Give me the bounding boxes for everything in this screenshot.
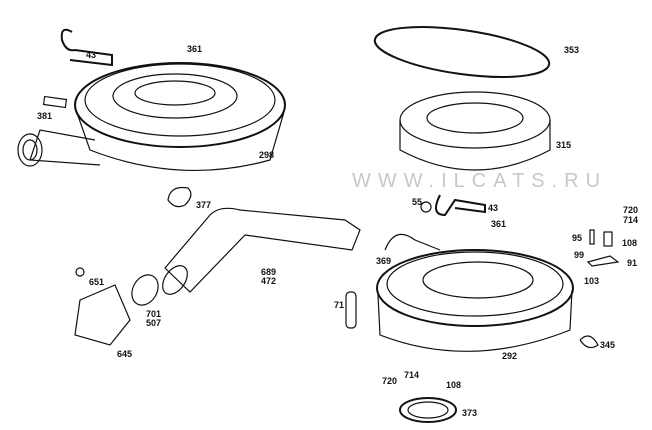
part-label-645: 645	[117, 349, 133, 359]
part-label-651: 651	[89, 277, 105, 287]
air-cleaner-housing-lower	[376, 233, 574, 352]
bolt-95	[589, 229, 595, 245]
part-label-353: 353	[564, 45, 580, 55]
part-label-369: 369	[376, 256, 392, 266]
part-label-381: 381	[37, 111, 53, 121]
air-cleaner-housing-upper	[17, 62, 286, 172]
part-label-714-lower: 714	[404, 370, 420, 380]
bracket-43-upper	[60, 28, 113, 67]
intake-tube-689	[164, 207, 361, 293]
part-label-55: 55	[412, 197, 423, 207]
part-label-99: 99	[574, 250, 585, 260]
part-label-108-lower: 108	[446, 380, 462, 390]
clamp-55	[420, 201, 432, 213]
part-label-91: 91	[627, 258, 638, 268]
part-label-345: 345	[600, 340, 616, 350]
filter-element-315	[399, 91, 551, 171]
part-label-472: 472	[261, 276, 277, 286]
part-label-689: 689	[261, 267, 277, 277]
part-label-298: 298	[259, 150, 275, 160]
part-label-292: 292	[502, 351, 518, 361]
part-label-95: 95	[572, 233, 583, 243]
screw-651	[75, 267, 85, 277]
part-label-701: 701	[146, 309, 162, 319]
plate-91	[586, 255, 620, 267]
label-plate-381	[42, 95, 68, 109]
valve-108	[603, 231, 613, 247]
clip-377	[167, 186, 192, 208]
part-label-43-lower: 43	[488, 203, 499, 213]
part-label-108: 108	[622, 238, 638, 248]
clip-345	[579, 335, 599, 349]
part-label-377: 377	[196, 200, 212, 210]
part-label-361-lower: 361	[491, 219, 507, 229]
gasket-373	[399, 397, 457, 423]
sleeve-71	[345, 291, 357, 329]
part-label-71: 71	[334, 300, 345, 310]
hose-clamp-701	[131, 274, 159, 306]
part-label-720-lower: 720	[382, 376, 398, 386]
part-label-507: 507	[146, 318, 162, 328]
part-label-373: 373	[462, 408, 478, 418]
part-label-720: 720	[623, 205, 639, 215]
part-label-43: 43	[86, 50, 97, 60]
bracket-43-lower	[435, 194, 486, 217]
watermark: WWW.ILCATS.RU	[352, 170, 608, 192]
seal-ring-353	[373, 26, 551, 78]
part-label-315: 315	[556, 140, 572, 150]
part-label-103: 103	[584, 276, 600, 286]
part-label-714: 714	[623, 215, 639, 225]
part-label-361: 361	[187, 44, 203, 54]
adapter-645	[74, 284, 131, 346]
